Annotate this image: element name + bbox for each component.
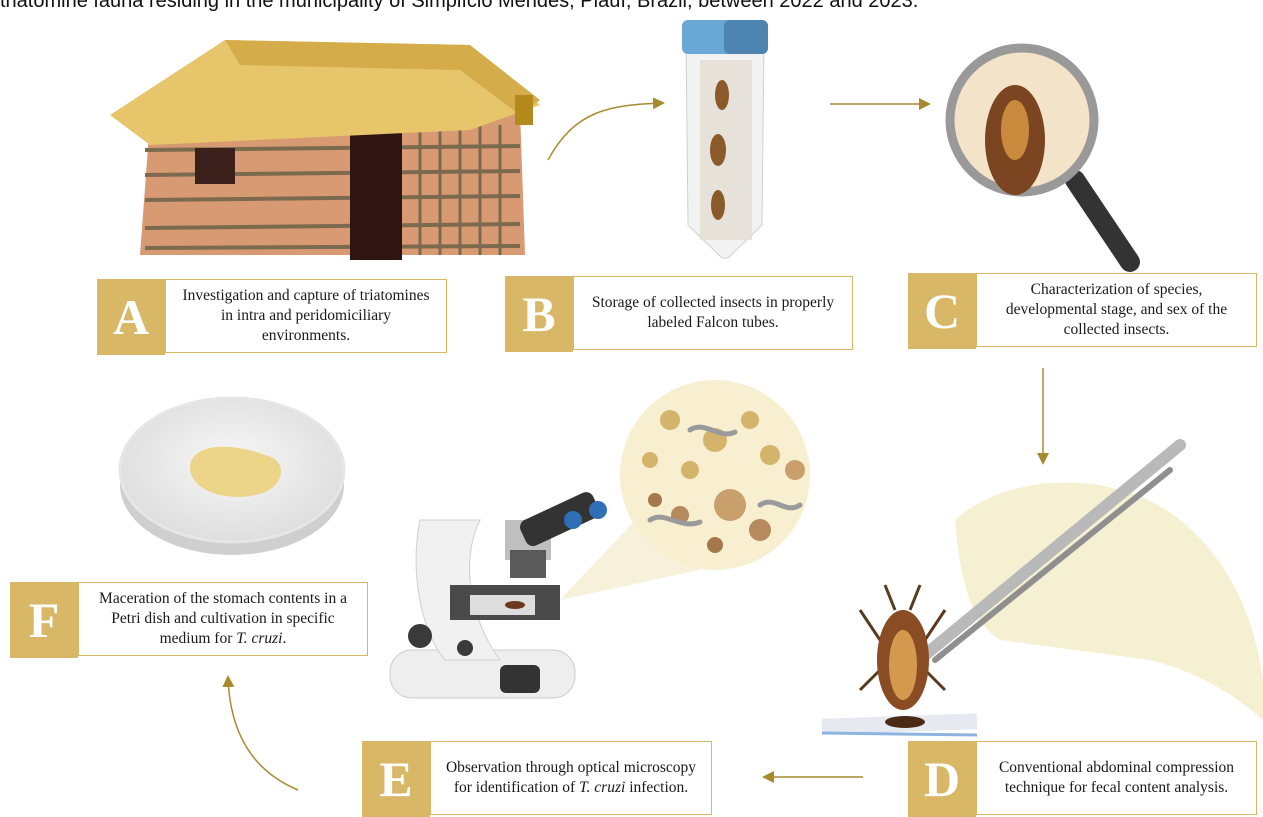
step-f-text: Maceration of the stomach contents in a …: [78, 582, 368, 656]
step-d-letter: D: [908, 741, 976, 817]
magnifier-illustration: [950, 48, 1130, 262]
step-e: E Observation through optical microscopy…: [362, 741, 712, 817]
petri-dish-illustration: [120, 398, 344, 555]
step-f: F Maceration of the stomach contents in …: [10, 582, 368, 658]
hut-illustration: [110, 40, 540, 260]
step-d: D Conventional abdominal compression tec…: [908, 741, 1257, 817]
step-a-letter: A: [97, 279, 165, 355]
arrow-a-to-b: [548, 103, 662, 160]
arrow-e-to-f: [228, 678, 298, 790]
step-a-text: Investigation and capture of triatomines…: [165, 279, 447, 353]
step-a: A Investigation and capture of triatomin…: [97, 279, 447, 355]
step-b-text: Storage of collected insects in properly…: [573, 276, 853, 350]
step-e-letter: E: [362, 741, 430, 817]
step-d-text: Conventional abdominal compression techn…: [976, 741, 1257, 815]
step-b-letter: B: [505, 276, 573, 352]
step-f-letter: F: [10, 582, 78, 658]
step-e-text-suffix: infection.: [629, 779, 688, 796]
step-f-text-suffix: .: [282, 630, 286, 647]
step-b: B Storage of collected insects in proper…: [505, 276, 853, 352]
step-c-letter: C: [908, 273, 976, 349]
step-c: C Characterization of species, developme…: [908, 273, 1257, 349]
step-e-text: Observation through optical microscopy f…: [430, 741, 712, 815]
step-f-species: T. cruzi: [236, 630, 282, 647]
compression-illustration: [822, 445, 1263, 735]
step-c-text: Characterization of species, development…: [976, 273, 1257, 347]
falcon-tube-illustration: [682, 20, 768, 258]
step-e-species: T. cruzi: [579, 779, 625, 796]
step-f-text-prefix: Maceration of the stomach contents in a …: [99, 590, 347, 647]
microscopy-view-illustration: [560, 380, 810, 600]
